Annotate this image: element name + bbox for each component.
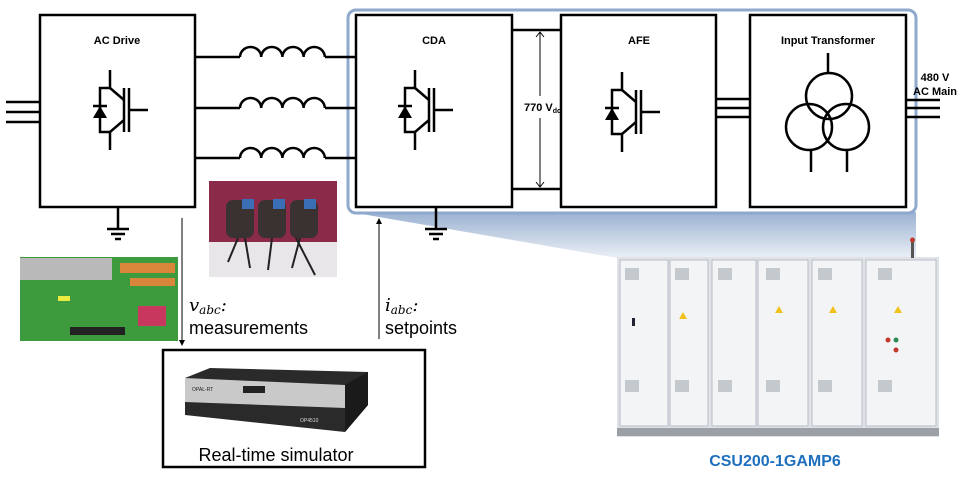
dc-bus	[512, 28, 561, 191]
ac-drive-label: AC Drive	[94, 35, 140, 47]
cabinet-photo	[617, 237, 939, 437]
afe-block	[559, 13, 718, 209]
real-time-simulator-label: Real-time simulator	[198, 445, 353, 465]
highlight-frame	[346, 8, 918, 215]
igbt-icon	[91, 68, 150, 152]
cabinet-caption: CSU200-1GAMP6	[709, 453, 841, 470]
input-transformer-label: Input Transformer	[781, 35, 876, 47]
filter-inductors	[195, 45, 356, 160]
ac-drive-output-lines	[6, 100, 40, 124]
svg-text:OP4510: OP4510	[300, 418, 319, 424]
inductor-photo	[209, 181, 337, 277]
input-transformer-block	[748, 13, 908, 209]
svg-text:OPAL-RT: OPAL-RT	[192, 387, 213, 393]
cda-label: CDA	[422, 35, 446, 47]
real-time-simulator-block	[161, 348, 427, 469]
cda-block	[354, 13, 514, 209]
simulator-photo: OPAL-RT OP4510	[185, 368, 368, 432]
ac-main-voltage: 480 V	[921, 72, 950, 84]
ac-main-label: AC Main	[913, 86, 957, 98]
measurement-board-photo	[20, 257, 178, 341]
ground-icon	[105, 205, 131, 241]
igbt-icon	[603, 70, 662, 154]
ac-main-lines	[906, 98, 940, 119]
afe-label: AFE	[628, 35, 650, 47]
measurements-label: measurements	[189, 318, 308, 338]
igbt-icon	[396, 68, 455, 152]
setpoints-symbol: iabc:	[385, 295, 418, 317]
measurements-symbol: vabc:	[189, 295, 227, 317]
setpoints-label: setpoints	[385, 318, 457, 338]
afe-transformer-lines	[716, 97, 750, 119]
highlight-fan	[350, 212, 916, 270]
dc-bus-voltage-label: 770 Vdc	[524, 102, 561, 115]
transformer-icon	[784, 53, 871, 172]
